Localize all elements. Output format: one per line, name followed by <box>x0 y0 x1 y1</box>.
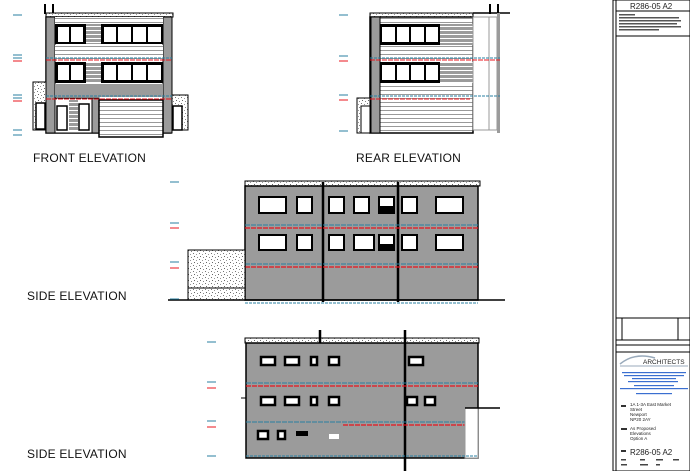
drawing-number: R286-05 A2 <box>630 448 673 457</box>
drawing-title: As Proposed Elevations Option A <box>621 426 656 441</box>
svg-text:Street: Street <box>630 407 643 412</box>
svg-text:As Proposed: As Proposed <box>630 426 656 431</box>
rear-elevation: REAR ELEVATION <box>339 4 510 165</box>
svg-text:1A 1-3A East Market: 1A 1-3A East Market <box>630 402 672 407</box>
rear-elevation-label: REAR ELEVATION <box>356 151 461 165</box>
top-drawing-number: R286-05 A2 <box>630 2 673 11</box>
front-elevation-label: FRONT ELEVATION <box>33 151 146 165</box>
svg-text:Elevations: Elevations <box>630 431 652 436</box>
svg-text:Newport: Newport <box>630 412 648 417</box>
side-elevation-1-label: SIDE ELEVATION <box>27 289 127 303</box>
svg-text:Option A: Option A <box>630 436 647 441</box>
side-elevation-2: SIDE ELEVATION <box>27 330 500 471</box>
svg-text:NP20 2AY: NP20 2AY <box>630 417 651 422</box>
front-elevation: FRONT ELEVATION <box>13 4 189 165</box>
firm-name: ARCHITECTS <box>643 359 685 366</box>
pillar-left <box>45 16 56 134</box>
title-block: ARCHITECTS 1A 1-3A East Market Street Ne… <box>612 0 690 471</box>
side-elevation-2-label: SIDE ELEVATION <box>27 447 127 461</box>
level-markers <box>13 14 22 136</box>
roller-shutter <box>98 99 164 138</box>
side-elevation-1: SIDE ELEVATION <box>27 180 505 304</box>
site-address: 1A 1-3A East Market Street Newport NP20 … <box>621 402 672 422</box>
pillar-right <box>162 16 173 134</box>
